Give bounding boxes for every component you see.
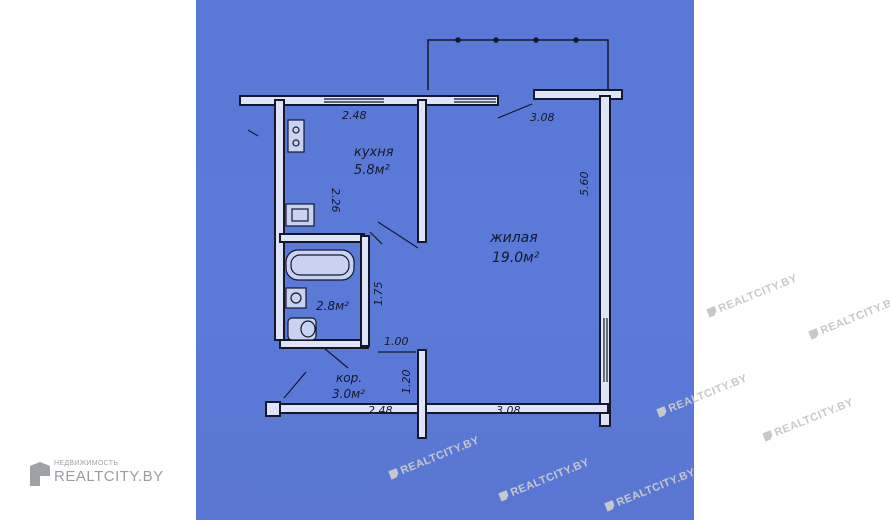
watermark-logo-icon xyxy=(388,468,400,480)
toilet xyxy=(287,317,317,341)
watermark-tile-1: REALTCITY.BY xyxy=(706,272,799,319)
wall-bath-right xyxy=(360,235,370,347)
watermark-logo-icon xyxy=(604,500,616,512)
wall-corridor-living xyxy=(417,349,427,439)
floor-plan-scan: кухня 5.8м² жилая 19.0м² 2.8м² кор. 3.0м… xyxy=(196,0,694,520)
wall-bottom xyxy=(265,403,609,414)
realtcity-logo-icon xyxy=(30,462,50,486)
dim-corridor-side: 1.20 xyxy=(400,370,413,395)
bathtub xyxy=(285,249,355,281)
watermark-logo-icon xyxy=(808,328,820,340)
watermark-logo-icon xyxy=(706,306,718,318)
wall-kitchen-bottom xyxy=(279,233,365,243)
dim-living-side: 5.60 xyxy=(578,172,591,197)
watermark-tile-2: REALTCITY.BY xyxy=(808,294,890,341)
door-entrance xyxy=(283,371,307,399)
dim-bath-side: 1.75 xyxy=(372,282,385,307)
wall-right xyxy=(599,95,611,427)
watermark-logo-icon xyxy=(762,430,774,442)
bathroom-area: 2.8м² xyxy=(316,299,349,313)
door-balcony xyxy=(497,103,533,119)
door-kitchen-tick xyxy=(369,231,383,245)
door-kitchen xyxy=(377,221,419,249)
living-name: жилая xyxy=(489,230,538,246)
wall-bath-bottom xyxy=(279,339,369,349)
balcony xyxy=(427,37,609,90)
corridor-area: 3.0м² xyxy=(332,387,365,401)
washbasin xyxy=(285,287,307,309)
wall-top-left xyxy=(239,95,499,106)
door-bath xyxy=(323,347,349,369)
watermark-logo-icon xyxy=(498,490,510,502)
watermark-logo-icon xyxy=(656,406,668,418)
wall-left xyxy=(274,99,285,341)
watermark-tile-4: REALTCITY.BY xyxy=(762,396,855,443)
dim-kitchen-width: 2.48 xyxy=(342,109,367,122)
wall-kitchen-living xyxy=(417,99,427,243)
dim-living-top: 3.08 xyxy=(530,111,555,124)
wall-top-right xyxy=(533,89,623,100)
kitchen-stove xyxy=(287,119,305,153)
dim-bottom-left: 2.48 xyxy=(368,404,393,417)
dim-corridor-top: 1.00 xyxy=(384,335,409,348)
kitchen-name: кухня xyxy=(354,145,394,160)
kitchen-sink xyxy=(285,203,315,227)
kitchen-area: 5.8м² xyxy=(354,163,390,178)
wall-entrance-stub xyxy=(265,401,281,417)
dim-bottom-right: 3.08 xyxy=(496,404,521,417)
corridor-name: кор. xyxy=(336,371,362,385)
dim-kitchen-depth: 2.26 xyxy=(329,188,342,213)
logo-brand: REALTCITY.BY xyxy=(54,468,164,485)
living-area: 19.0м² xyxy=(492,250,540,266)
door-outer-tick xyxy=(247,129,259,137)
logo-tagline: НЕДВИЖИМОСТЬ xyxy=(54,460,119,467)
floor-plan: кухня 5.8м² жилая 19.0м² 2.8м² кор. 3.0м… xyxy=(239,37,623,439)
